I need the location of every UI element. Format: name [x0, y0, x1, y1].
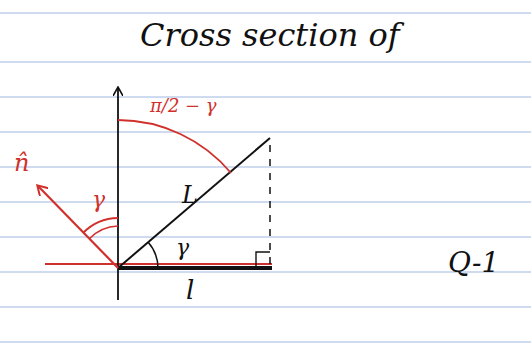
ruled-line: [0, 132, 531, 133]
angle-arc: [89, 226, 118, 239]
inclined-line: [118, 138, 270, 268]
ruled-line: [0, 202, 531, 203]
angle-arc: [148, 242, 158, 268]
ruled-line: [0, 97, 531, 98]
length-label: l: [186, 276, 194, 305]
ruled-line: [0, 167, 531, 168]
dashed-height: [269, 145, 271, 266]
question-number: Q-1: [448, 248, 499, 279]
ruled-line: [0, 307, 531, 308]
normal-vector: [38, 186, 118, 268]
page-heading: Cross section of: [140, 18, 400, 53]
ruled-line: [0, 13, 531, 14]
ruled-lines: [0, 13, 531, 342]
angle-label: π/2 − γ: [150, 96, 217, 116]
length-label: L: [182, 182, 198, 208]
base-line: [118, 266, 272, 270]
angle-label: γ: [92, 188, 105, 212]
vector-label: n̂: [14, 150, 29, 176]
angle-arc: [118, 120, 231, 173]
ruled-line: [0, 62, 531, 63]
right-angle-mark: [256, 252, 270, 266]
ruled-line: [0, 342, 531, 343]
angle-label: γ: [176, 236, 189, 260]
ruled-line: [0, 237, 531, 238]
